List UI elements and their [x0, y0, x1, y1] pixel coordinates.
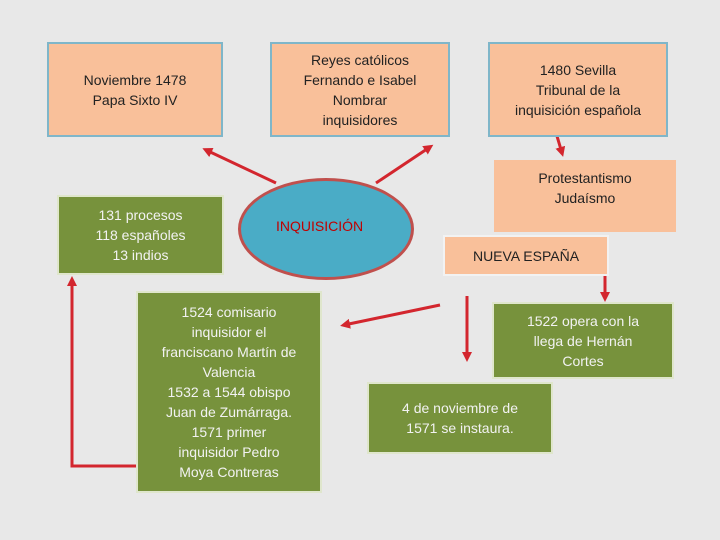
node-comisario-line: inquisidor el — [191, 324, 267, 340]
node-procesos-line: 131 procesos — [98, 207, 183, 223]
node-protestantismo-line: Judaísmo — [554, 190, 616, 206]
node-procesos: 131 procesos 118 españoles 13 indios — [57, 195, 224, 275]
node-comisario-line: Moya Contreras — [179, 464, 279, 480]
node-cortes-line: llega de Hernán — [533, 332, 633, 349]
node-comisario-line: Valencia — [202, 364, 256, 380]
node-procesos-line: 13 indios — [112, 247, 169, 263]
node-instaura-line: 1571 se instaura. — [406, 420, 514, 436]
node-papa-line: Noviembre 1478 — [83, 71, 187, 88]
node-inquisicion-label: INQUISICIÓN — [276, 218, 364, 234]
node-sevilla-line: 1480 Sevilla — [539, 61, 617, 78]
node-sevilla-line: Tribunal de la — [535, 81, 621, 98]
node-instaura: 4 de noviembre de 1571 se instaura. — [367, 382, 553, 454]
node-inquisicion-shape — [238, 178, 414, 280]
node-comisario-line: 1571 primer — [191, 424, 267, 440]
node-nueva-espana: NUEVA ESPAÑA — [443, 235, 609, 276]
node-cortes-line: 1522 opera con la — [526, 312, 640, 329]
node-cortes-line: Cortes — [562, 352, 604, 369]
node-protestantismo: Protestantismo Judaísmo — [494, 160, 676, 232]
node-papa: Noviembre 1478 Papa Sixto IV — [47, 42, 223, 137]
node-reyes-line: Fernando e Isabel — [303, 71, 417, 88]
node-reyes-line: Nombrar — [332, 91, 388, 108]
node-procesos-line: 118 españoles — [95, 227, 186, 243]
arrow-nueva-espana-to-comisario — [340, 303, 441, 329]
arrow-inquisicion-to-reyes — [375, 144, 434, 185]
node-papa-line: Papa Sixto IV — [92, 91, 178, 108]
arrow-inquisicion-to-papa — [202, 148, 277, 185]
node-comisario: 1524 comisario inquisidor el franciscano… — [136, 291, 322, 493]
node-instaura-line: 4 de noviembre de — [402, 400, 518, 416]
node-reyes-line: inquisidores — [322, 111, 398, 128]
node-sevilla: 1480 Sevilla Tribunal de la inquisición … — [488, 42, 668, 137]
node-cortes: 1522 opera con la llega de Hernán Cortes — [492, 302, 674, 379]
arrow-comisario-to-procesos — [67, 276, 136, 468]
node-nueva-espana-label: NUEVA ESPAÑA — [472, 247, 580, 264]
node-comisario-line: 1532 a 1544 obispo — [167, 384, 291, 400]
node-comisario-line: franciscano Martín de — [161, 344, 297, 360]
node-comisario-line: 1524 comisario — [181, 304, 277, 320]
node-comisario-line: inquisidor Pedro — [178, 444, 280, 460]
node-sevilla-line: inquisición española — [514, 101, 642, 118]
node-protestantismo-line: Protestantismo — [538, 170, 632, 186]
node-comisario-line: Juan de Zumárraga. — [165, 404, 293, 420]
node-reyes: Reyes católicos Fernando e Isabel Nombra… — [270, 42, 450, 137]
node-reyes-line: Reyes católicos — [310, 51, 410, 68]
